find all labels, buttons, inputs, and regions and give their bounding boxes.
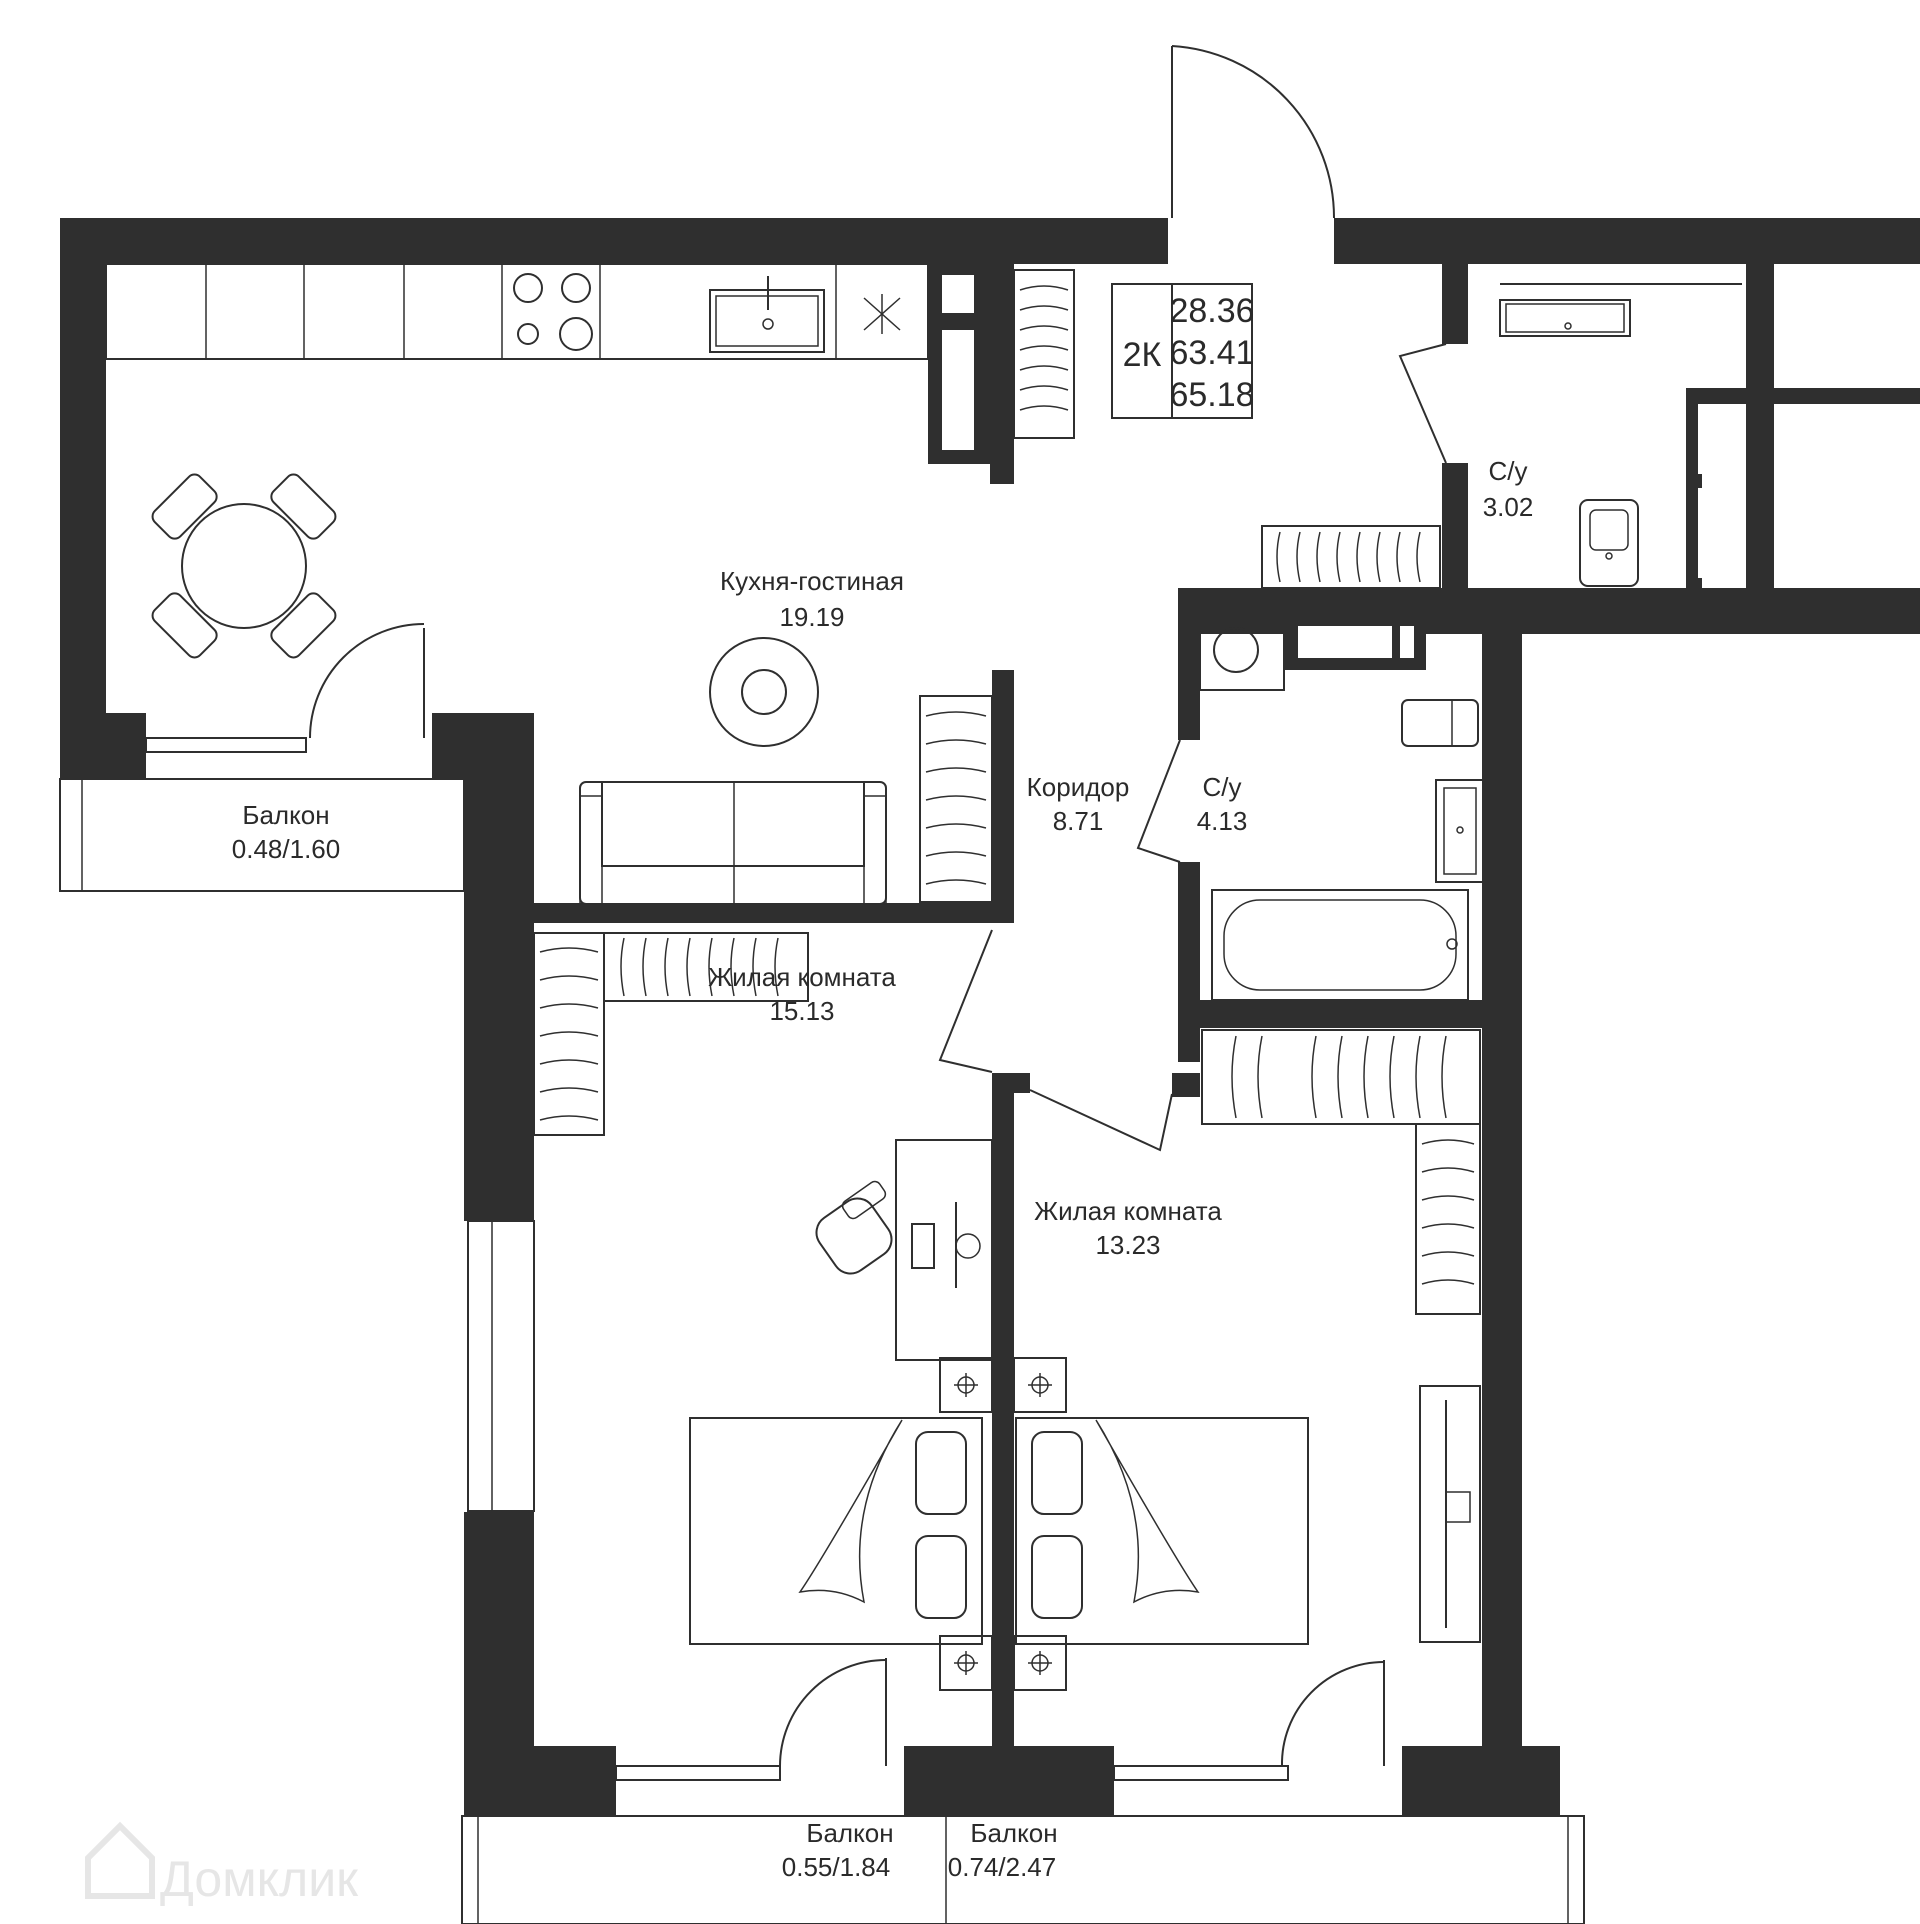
windows (145, 737, 1289, 1781)
balcony-right-name: Балкон (970, 1818, 1057, 1848)
wardrobe-hall (1261, 525, 1441, 589)
living-area: 28.36 (1169, 292, 1254, 330)
ceiling-light-icon (709, 637, 819, 747)
boiler-icon (1284, 616, 1426, 670)
kitchen-name: Кухня-гостиная (720, 566, 904, 596)
watermark-text: Домклик (160, 1851, 359, 1907)
wardrobe-room2-top (1201, 1029, 1481, 1125)
balcony-right-area: 0.74/2.47 (948, 1852, 1056, 1882)
bidet-icon (1401, 699, 1479, 747)
wardrobe-room1-side (533, 932, 605, 1136)
toilet-icon (1579, 499, 1639, 587)
bed-room2-icon (1015, 1417, 1309, 1645)
walls (60, 218, 1920, 1816)
corridor-name: Коридор (1027, 772, 1130, 802)
tv-stand-icon (1419, 1385, 1481, 1643)
dining-table-icon (151, 473, 337, 659)
wardrobe-kitchen (1013, 269, 1075, 439)
nightstand-room1 (939, 1357, 993, 1691)
room2-area: 13.23 (1095, 1230, 1160, 1260)
office-chair-icon (815, 1180, 893, 1275)
balconies (59, 778, 1585, 1924)
room2-name: Жилая комната (1034, 1196, 1222, 1226)
corridor-area: 8.71 (1053, 806, 1104, 836)
balcony-mid-area: 0.55/1.84 (782, 1852, 890, 1882)
watermark: Домклик (85, 1821, 359, 1907)
desk-icon (895, 1139, 993, 1361)
wardrobe-room2-side (1415, 1123, 1481, 1315)
house-logo-icon (85, 1821, 155, 1899)
room-labels: Кухня-гостиная 19.19 Коридор 8.71 С/у 3.… (232, 456, 1534, 1882)
kitchen-counter (105, 263, 929, 360)
bath-small-area: 3.02 (1483, 492, 1534, 522)
room1-name: Жилая комната (708, 962, 896, 992)
wardrobe-room1-top (603, 932, 809, 1002)
sofa-icon (579, 781, 887, 905)
sink-icon (709, 276, 825, 353)
apartment-summary: 2К 28.36 63.41 65.18 (1111, 283, 1255, 419)
total-area: 63.41 (1169, 334, 1254, 372)
balcony-left-name: Балкон (242, 800, 329, 830)
bath-small-name: С/у (1489, 456, 1528, 486)
bath-large-area: 4.13 (1197, 806, 1248, 836)
total-with-balconies: 65.18 (1169, 376, 1254, 414)
bath-large-sink-icon (1435, 779, 1485, 883)
nightstand-room2 (1013, 1357, 1067, 1691)
room1-area: 15.13 (769, 996, 834, 1026)
doors (309, 45, 1447, 1767)
apartment-type: 2К (1123, 336, 1162, 374)
bed-room1-icon (689, 1417, 983, 1645)
bath-small-sink-icon (1499, 283, 1742, 337)
stove-icon (513, 273, 593, 351)
fridge-icon (863, 294, 901, 334)
kitchen-area: 19.19 (779, 602, 844, 632)
wardrobe-corridor (919, 695, 993, 903)
bathtub-icon (1211, 889, 1469, 1001)
balcony-mid-name: Балкон (806, 1818, 893, 1848)
bath-large-name: С/у (1203, 772, 1242, 802)
balcony-left-area: 0.48/1.60 (232, 834, 340, 864)
